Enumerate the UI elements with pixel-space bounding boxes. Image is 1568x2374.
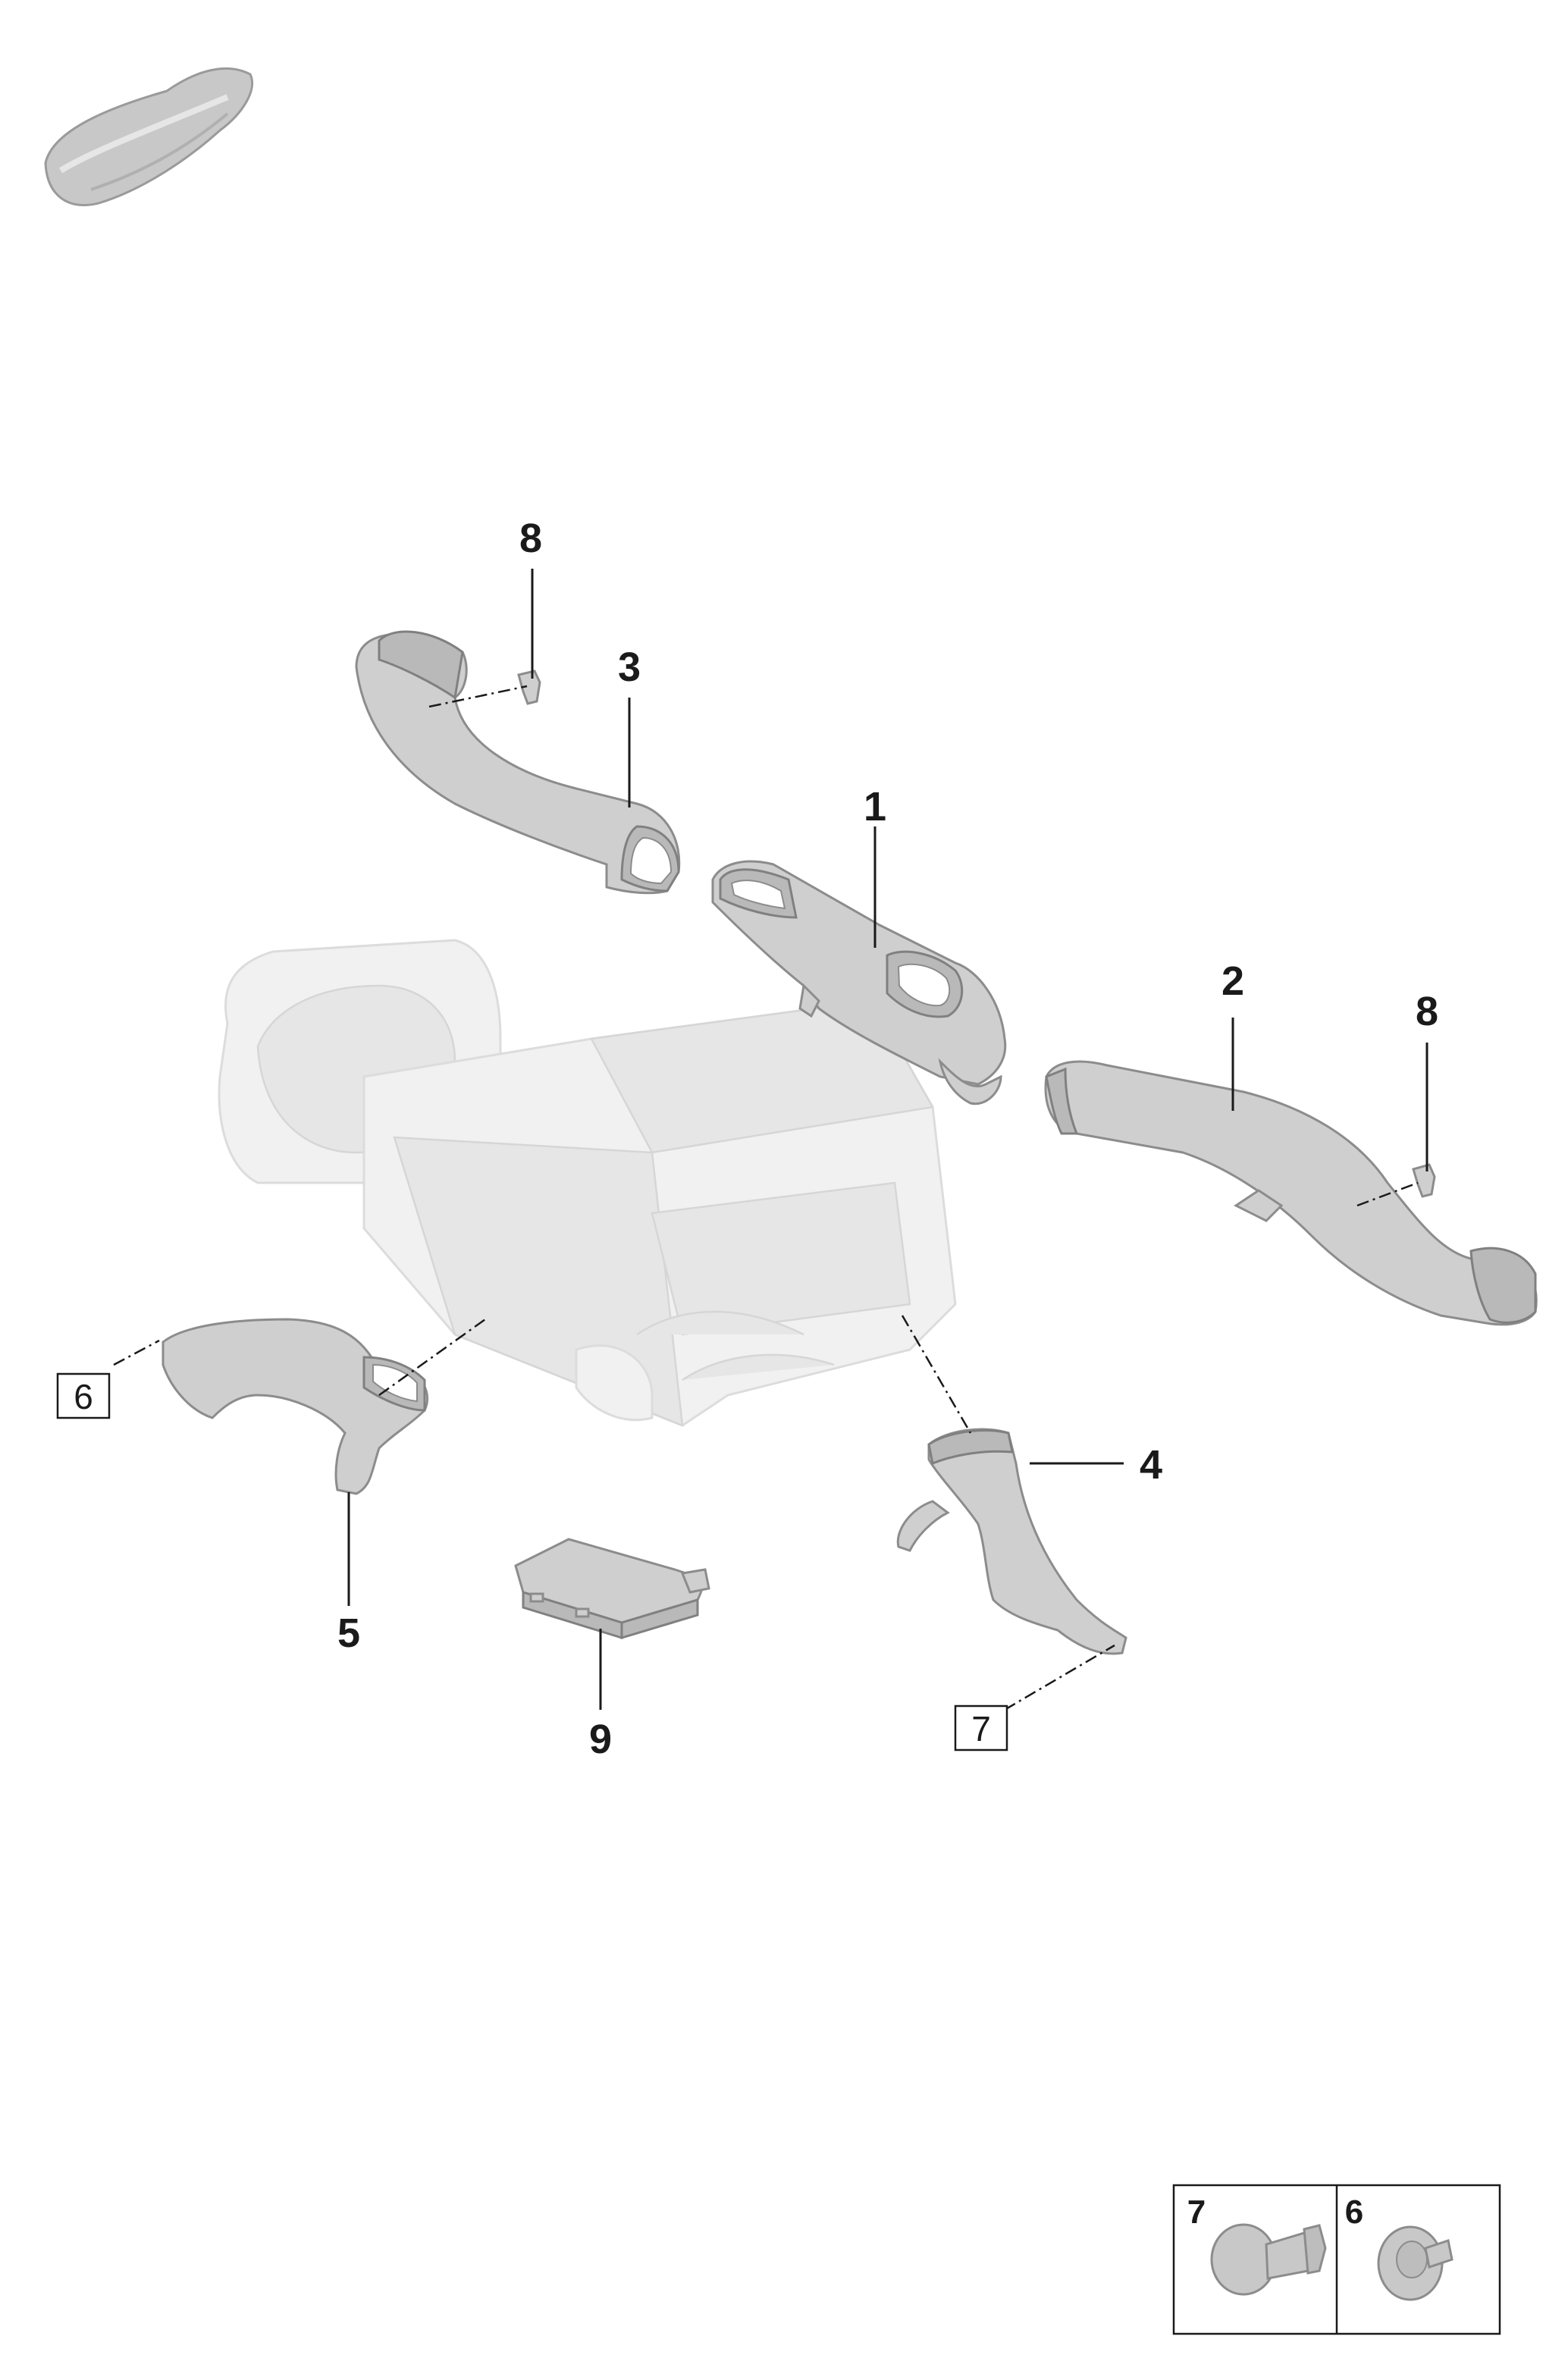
callout-1: 1 — [864, 784, 886, 829]
callout-5: 5 — [337, 1610, 360, 1656]
leader-lines — [347, 569, 1428, 1710]
fastener-legend: 7 6 — [1172, 2184, 1501, 2335]
boxed-callout-7: 7 — [954, 1704, 1008, 1751]
callout-8-right: 8 — [1416, 989, 1438, 1034]
part-2-air-duct — [1044, 1060, 1538, 1326]
callout-8-top: 8 — [519, 516, 542, 561]
part-1-center-duct — [711, 860, 1007, 1105]
part-9-control-module — [514, 1538, 710, 1640]
push-rivet-icon — [1210, 2223, 1327, 2296]
car-silhouette-icon — [44, 67, 254, 207]
callout-2: 2 — [1221, 958, 1244, 1004]
expanding-clip-icon — [1377, 2225, 1454, 2301]
part-8-clip-right — [1412, 1163, 1436, 1198]
callout-6-label: 6 — [74, 1377, 93, 1416]
hvac-unit-ghost — [218, 939, 957, 1427]
part-3-air-duct — [355, 630, 681, 895]
callout-9: 9 — [589, 1717, 612, 1762]
part-5-duct — [162, 1318, 429, 1495]
callout-3: 3 — [618, 644, 641, 690]
assembly-lines — [113, 685, 1419, 1711]
boxed-callout-6: 6 — [56, 1372, 111, 1419]
legend-label-7: 7 — [1187, 2194, 1206, 2231]
legend-label-6: 6 — [1345, 2194, 1363, 2231]
callout-7-label: 7 — [971, 1709, 991, 1748]
part-8-clip-upper — [517, 670, 541, 705]
callout-4: 4 — [1140, 1442, 1162, 1488]
part-4-duct — [896, 1428, 1127, 1655]
